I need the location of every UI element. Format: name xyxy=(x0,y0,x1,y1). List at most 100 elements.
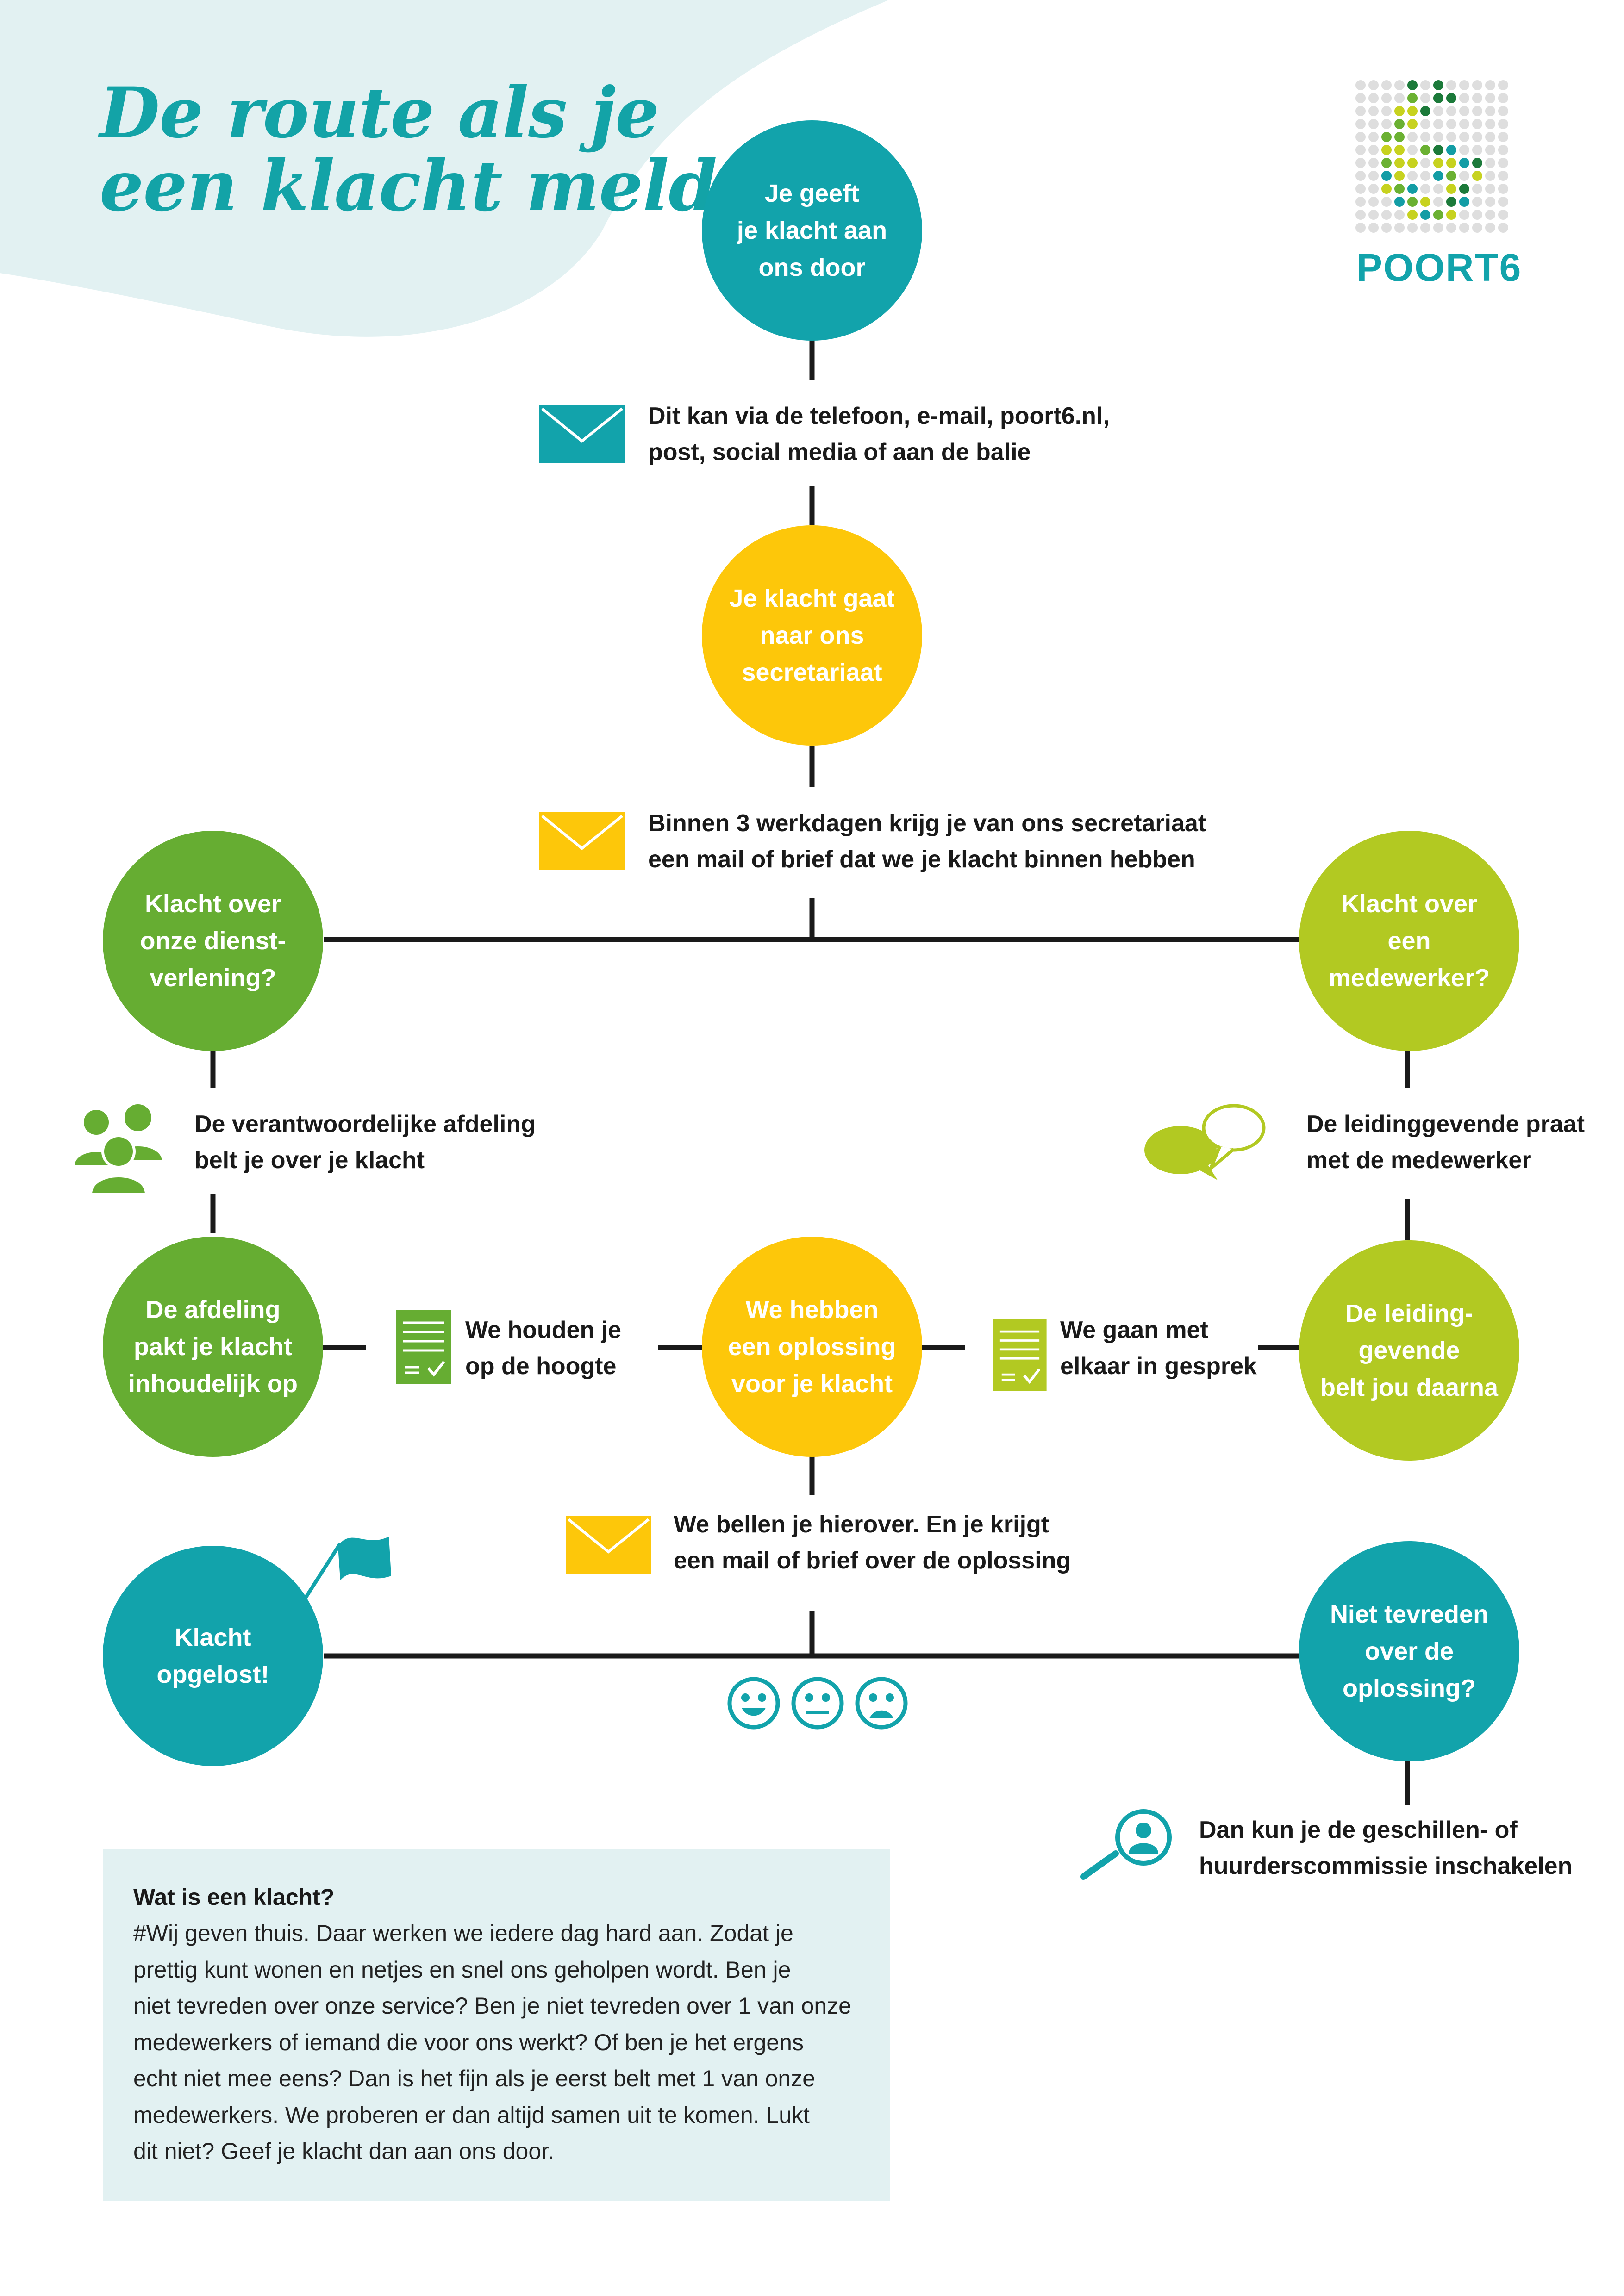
logo-dot xyxy=(1485,171,1495,181)
logo-dot xyxy=(1355,93,1366,103)
step-afdeling-belt-text: De verantwoordelijke afdeling belt je ov… xyxy=(194,1111,536,1174)
node-medewerker: Klacht over een medewerker? xyxy=(1299,831,1519,1051)
magnifier-person-icon xyxy=(1080,1809,1172,1880)
info-title: Wat is een klacht? xyxy=(133,1884,335,1910)
logo-dot xyxy=(1394,210,1405,220)
logo-dot xyxy=(1433,106,1443,116)
logo-dot xyxy=(1446,171,1456,181)
logo-dot xyxy=(1394,106,1405,116)
logo-dot xyxy=(1368,210,1379,220)
logo-dot xyxy=(1420,210,1430,220)
logo-dot xyxy=(1433,171,1443,181)
logo-dot xyxy=(1498,93,1508,103)
logo-dot xyxy=(1472,80,1482,90)
step-bellen-text: We bellen je hierover. En je krijgt een … xyxy=(674,1511,1071,1574)
logo-dot xyxy=(1433,184,1443,194)
sad-face-icon xyxy=(855,1677,908,1730)
logo-dot xyxy=(1394,158,1405,168)
poort6-logo-icon xyxy=(1355,80,1508,233)
envelope-icon xyxy=(539,812,625,870)
logo-dot xyxy=(1407,119,1418,129)
step-commissie-text: Dan kun je de geschillen- of huurderscom… xyxy=(1199,1817,1573,1879)
logo-dot xyxy=(1446,210,1456,220)
logo-dot xyxy=(1459,210,1469,220)
logo-dot xyxy=(1381,171,1392,181)
flag-icon xyxy=(299,1537,391,1606)
logo-dot xyxy=(1433,145,1443,155)
logo-dot xyxy=(1498,158,1508,168)
logo-dot xyxy=(1472,158,1482,168)
logo-dot xyxy=(1498,171,1508,181)
logo-dot xyxy=(1459,132,1469,142)
logo-dot xyxy=(1368,80,1379,90)
logo-dot xyxy=(1485,80,1495,90)
logo-dot xyxy=(1459,80,1469,90)
logo-dot xyxy=(1420,171,1430,181)
logo-dot xyxy=(1498,80,1508,90)
neutral-face-icon xyxy=(791,1677,844,1730)
logo-dot xyxy=(1420,223,1430,233)
logo-dot xyxy=(1472,145,1482,155)
logo-dot xyxy=(1485,223,1495,233)
logo-dot xyxy=(1394,119,1405,129)
logo-dot xyxy=(1420,197,1430,207)
logo-dot xyxy=(1472,171,1482,181)
logo-dot xyxy=(1420,184,1430,194)
logo-dot xyxy=(1394,223,1405,233)
logo-dot xyxy=(1407,223,1418,233)
logo-dot xyxy=(1420,145,1430,155)
logo-dot xyxy=(1394,93,1405,103)
logo-dot xyxy=(1368,145,1379,155)
page-title: De route als je een klacht meldt xyxy=(100,72,749,227)
logo-dot xyxy=(1446,197,1456,207)
logo-dot xyxy=(1355,132,1366,142)
logo-dot xyxy=(1381,184,1392,194)
logo-dot xyxy=(1472,197,1482,207)
logo-dot xyxy=(1446,93,1456,103)
logo-dot xyxy=(1433,210,1443,220)
logo-dot xyxy=(1485,132,1495,142)
logo-dot xyxy=(1433,223,1443,233)
logo-dot xyxy=(1446,132,1456,142)
node-oplossing: We hebben een oplossing voor je klacht xyxy=(702,1237,922,1457)
logo-dot xyxy=(1394,171,1405,181)
logo-dot xyxy=(1381,197,1392,207)
logo-dot xyxy=(1433,119,1443,129)
logo-dot xyxy=(1459,93,1469,103)
document-check-icon xyxy=(993,1319,1047,1391)
logo-dot xyxy=(1472,106,1482,116)
logo-dot xyxy=(1355,119,1366,129)
logo-dot xyxy=(1498,184,1508,194)
logo-dot xyxy=(1472,210,1482,220)
logo-dot xyxy=(1368,223,1379,233)
logo-dot xyxy=(1485,184,1495,194)
logo-dot xyxy=(1498,197,1508,207)
node-start: Je geeft je klacht aan ons door xyxy=(702,120,922,341)
logo-dot xyxy=(1433,132,1443,142)
logo-dot xyxy=(1485,93,1495,103)
logo-dot xyxy=(1420,93,1430,103)
logo-dot xyxy=(1368,184,1379,194)
logo-dot xyxy=(1368,132,1379,142)
logo-dot xyxy=(1446,223,1456,233)
logo-dot xyxy=(1420,80,1430,90)
logo-dot xyxy=(1498,106,1508,116)
logo-dot xyxy=(1472,119,1482,129)
logo-dot xyxy=(1381,210,1392,220)
logo-dot xyxy=(1355,171,1366,181)
logo-dot xyxy=(1407,145,1418,155)
logo-dot xyxy=(1407,93,1418,103)
logo-dot xyxy=(1394,145,1405,155)
logo-dot xyxy=(1446,106,1456,116)
logo-dot xyxy=(1381,80,1392,90)
logo-dot xyxy=(1381,132,1392,142)
logo-dot xyxy=(1459,119,1469,129)
logo-dot xyxy=(1355,184,1366,194)
node-secretariaat: Je klacht gaat naar ons secretariaat xyxy=(702,525,922,746)
step-leiding-praat-text: De leidinggevende praat met de medewerke… xyxy=(1306,1111,1585,1174)
logo-dot xyxy=(1459,106,1469,116)
logo-dot xyxy=(1355,210,1366,220)
logo-dot xyxy=(1381,106,1392,116)
logo-dot xyxy=(1420,132,1430,142)
